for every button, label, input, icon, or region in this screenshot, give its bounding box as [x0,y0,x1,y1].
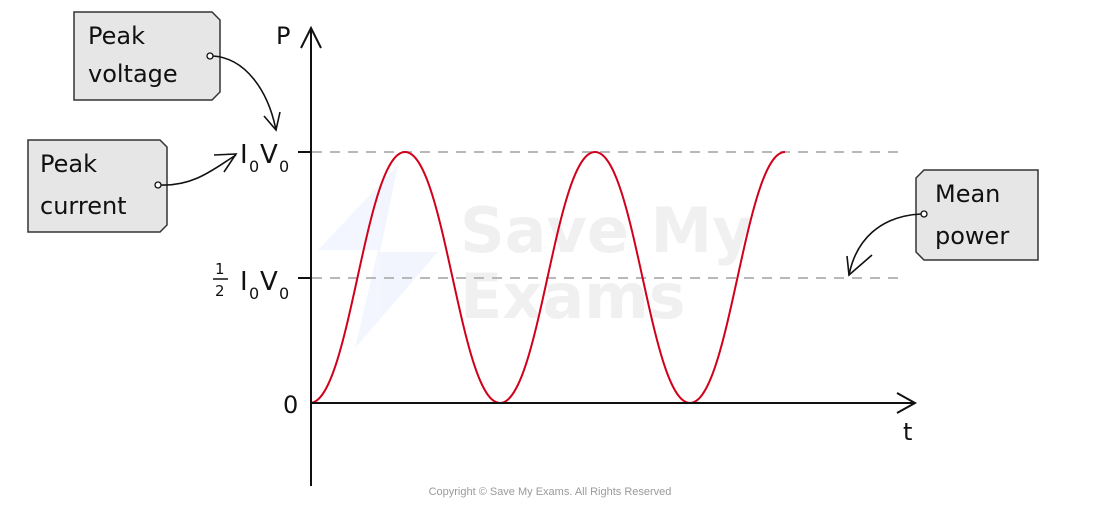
watermark-text-1: Save My [460,194,753,267]
half-tick-label: 1 2 I 0 V 0 [213,260,289,303]
svg-text:V: V [260,140,278,170]
mean-power-arrowhead-icon [846,254,873,277]
peak-voltage-arrow [212,55,277,131]
mean-power-callout: Mean power [846,169,1039,277]
peak-voltage-callout: Peak voltage [73,11,281,132]
peak-current-arrow [160,154,237,186]
power-curve [309,150,786,405]
svg-text:1: 1 [215,260,225,278]
watermark-bolt-icon [318,165,438,348]
svg-text:0: 0 [249,284,259,303]
watermark: Save My Exams [318,165,753,348]
svg-text:0: 0 [279,157,289,176]
y-axis-label: P [276,22,290,50]
svg-text:Peak: Peak [88,22,145,50]
svg-text:Mean: Mean [935,180,1000,208]
watermark-text-2: Exams [460,260,686,333]
peak-tick-label: I 0 V 0 [240,140,289,176]
svg-text:0: 0 [249,157,259,176]
svg-text:current: current [40,192,127,220]
origin-label: 0 [283,391,298,419]
peak-current-callout: Peak current [27,139,238,233]
svg-text:Peak: Peak [40,150,97,178]
svg-text:voltage: voltage [88,60,178,88]
peak-current-arrowhead-icon [213,153,238,173]
svg-text:V: V [260,267,278,297]
x-axis-arrow-icon [896,392,918,414]
svg-text:2: 2 [215,282,225,300]
svg-text:0: 0 [279,284,289,303]
mean-power-arrow [848,213,922,276]
y-axis-arrow-icon [300,25,322,49]
svg-text:I: I [240,140,248,170]
x-axis-label: t [903,418,912,446]
svg-text:I: I [240,267,248,297]
peak-voltage-arrowhead-icon [263,111,281,132]
copyright-footer: Copyright © Save My Exams. All Rights Re… [428,486,672,498]
svg-text:power: power [935,222,1009,250]
